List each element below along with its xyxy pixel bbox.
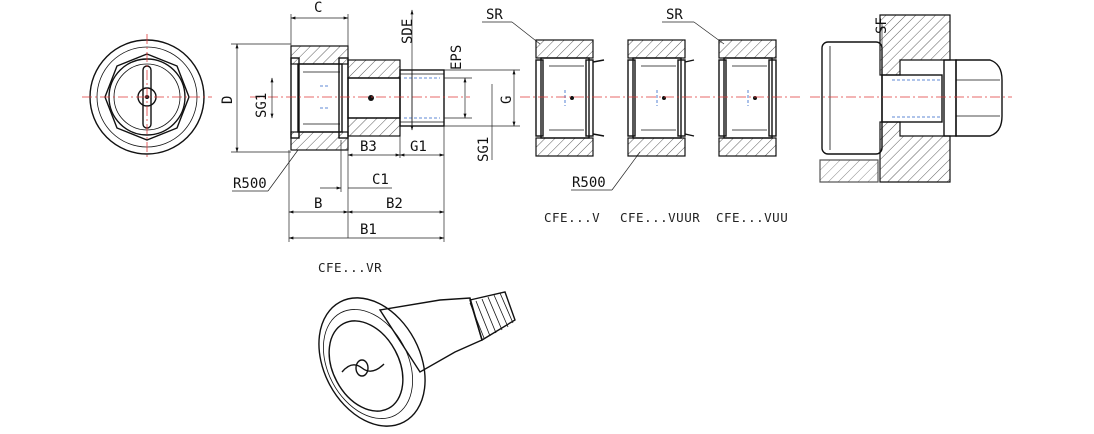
label-sr-1: SR (486, 7, 503, 23)
label-r500-left: R500 (233, 176, 267, 192)
caption-cfe-vuur: CFE...VUUR (620, 210, 700, 225)
caption-cfe-v: CFE...V (544, 210, 600, 225)
variant-view-vuu (718, 39, 777, 157)
end-view (82, 34, 212, 160)
caption-cfe-vuu: CFE...VUU (716, 210, 788, 225)
variant-view-vuur (627, 39, 695, 157)
label-r500-mid: R500 (572, 175, 606, 191)
label-sde: SDE (400, 19, 416, 44)
main-dimensions (231, 9, 520, 242)
isometric-view (318, 291, 516, 427)
label-sg1-left: SG1 (254, 93, 270, 118)
label-b: B (314, 196, 322, 212)
label-eps: EPS (449, 45, 465, 70)
label-d: D (220, 96, 236, 104)
label-g: G (499, 96, 515, 104)
label-g1: G1 (410, 139, 427, 155)
variant-view-v (535, 39, 605, 157)
label-b3: B3 (360, 139, 377, 155)
label-c1: C1 (372, 172, 389, 188)
caption-cfe-vr: CFE...VR (318, 260, 382, 275)
label-sg1-right: SG1 (476, 137, 492, 162)
main-section-view (250, 45, 470, 151)
label-c: C (314, 0, 322, 16)
label-b2: B2 (386, 196, 403, 212)
label-b1: B1 (360, 222, 377, 238)
mounted-view (810, 14, 1012, 183)
label-sf: SF (874, 17, 890, 34)
label-sr-2: SR (666, 7, 683, 23)
